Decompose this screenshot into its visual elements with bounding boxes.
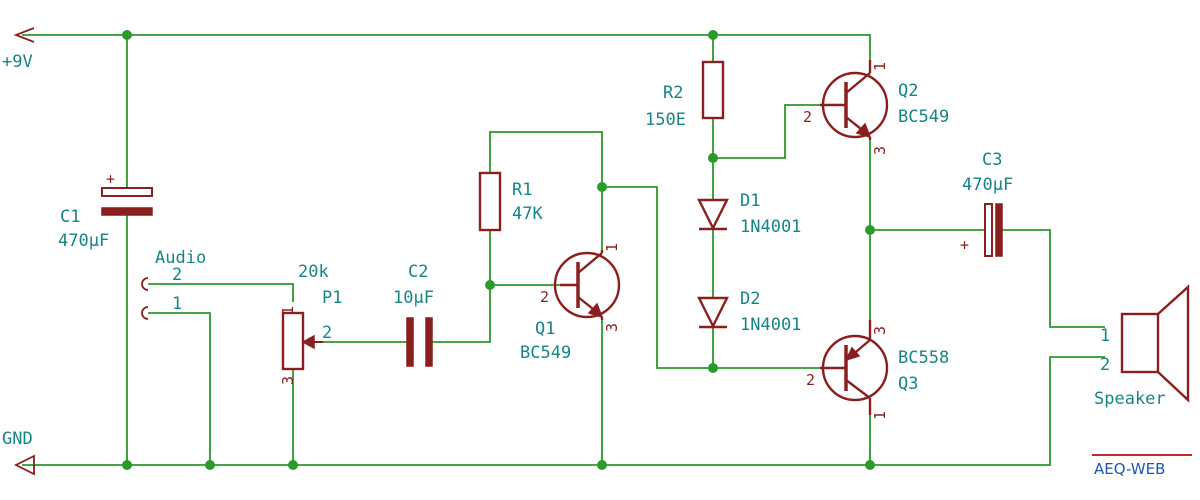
c3-polarity: + <box>960 236 969 254</box>
audio-pin2: 2 <box>172 265 182 285</box>
p1-value: 20k <box>298 262 329 282</box>
transistor-q2: 2 1 3 Q2 BC549 <box>803 60 949 155</box>
vcc-symbol: +9V <box>2 27 35 72</box>
junction-dot <box>597 460 607 470</box>
r1-ref: R1 <box>512 180 532 200</box>
p1-pin1: 1 <box>279 306 297 315</box>
c1-ref: C1 <box>60 207 80 227</box>
gnd-symbol: GND <box>2 429 35 476</box>
junction-dot <box>288 460 298 470</box>
junction-dot <box>865 225 875 235</box>
d2-value: 1N4001 <box>740 315 801 335</box>
d1-value: 1N4001 <box>740 217 801 237</box>
q1-pin2: 2 <box>540 288 549 306</box>
c1-value: 470µF <box>58 231 109 251</box>
transistor-q3: 2 3 1 BC558 Q3 <box>806 320 949 420</box>
gnd-label: GND <box>2 429 33 449</box>
q2-pin3: 3 <box>871 146 889 155</box>
q2-pin1: 1 <box>871 62 889 71</box>
junction-dot <box>122 460 132 470</box>
q1-ref: Q1 <box>535 319 555 339</box>
capacitor-c3: + C3 470µF <box>960 150 1013 257</box>
diode-d1: D1 1N4001 <box>697 191 801 237</box>
brand-logo: AEQ-WEB <box>1092 454 1192 478</box>
audio-ref: Audio <box>155 248 206 268</box>
c1-polarity: + <box>106 170 115 188</box>
q1-value: BC549 <box>520 343 571 363</box>
d1-ref: D1 <box>740 191 760 211</box>
junction-dot <box>708 30 718 40</box>
junction-dot <box>485 280 495 290</box>
transistor-q1: 2 1 3 Q1 BC549 <box>520 243 621 363</box>
q1-pin3: 3 <box>603 323 621 332</box>
resistor-r2: R2 150E <box>645 60 725 130</box>
audio-pin1: 1 <box>172 294 182 314</box>
diode-d2: D2 1N4001 <box>697 289 801 335</box>
c2-ref: C2 <box>408 262 428 282</box>
junctions <box>122 30 875 470</box>
q2-pin2: 2 <box>803 108 812 126</box>
junction-dot <box>597 182 607 192</box>
p1-pin2: 2 <box>322 323 332 343</box>
audio-connector: Audio 2 1 <box>141 248 206 320</box>
r1-value: 47K <box>512 204 543 224</box>
wires <box>22 34 1105 466</box>
speaker-pin2: 2 <box>1100 355 1110 375</box>
q3-pin1: 1 <box>871 411 889 420</box>
q3-pin2: 2 <box>806 371 815 389</box>
junction-dot <box>122 30 132 40</box>
c3-ref: C3 <box>982 150 1002 170</box>
r2-ref: R2 <box>663 83 683 103</box>
brand-text: AEQ-WEB <box>1094 460 1165 478</box>
potentiometer-p1: 20k P1 1 2 3 <box>279 262 342 385</box>
q3-ref: Q3 <box>898 374 918 394</box>
q2-value: BC549 <box>898 107 949 127</box>
junction-dot <box>865 460 875 470</box>
q3-pin3: 3 <box>871 326 889 335</box>
resistor-r1: R1 47K <box>478 171 543 232</box>
c2-value: 10µF <box>393 288 434 308</box>
capacitor-c2: C2 10µF <box>393 262 434 367</box>
speaker-pin1: 1 <box>1100 326 1110 346</box>
c3-value: 470µF <box>962 175 1013 195</box>
q2-ref: Q2 <box>898 81 918 101</box>
vcc-label: +9V <box>2 52 33 72</box>
q1-pin1: 1 <box>603 243 621 252</box>
speaker-ref: Speaker <box>1094 389 1166 409</box>
r2-value: 150E <box>645 110 686 130</box>
junction-dot <box>205 460 215 470</box>
d2-ref: D2 <box>740 289 760 309</box>
junction-dot <box>708 153 718 163</box>
junction-dot <box>708 363 718 373</box>
speaker: 1 2 Speaker <box>1094 284 1190 409</box>
p1-pin3: 3 <box>279 376 297 385</box>
capacitor-c1: + C1 470µF <box>58 170 153 251</box>
p1-ref: P1 <box>322 288 342 308</box>
q3-value: BC558 <box>898 348 949 368</box>
